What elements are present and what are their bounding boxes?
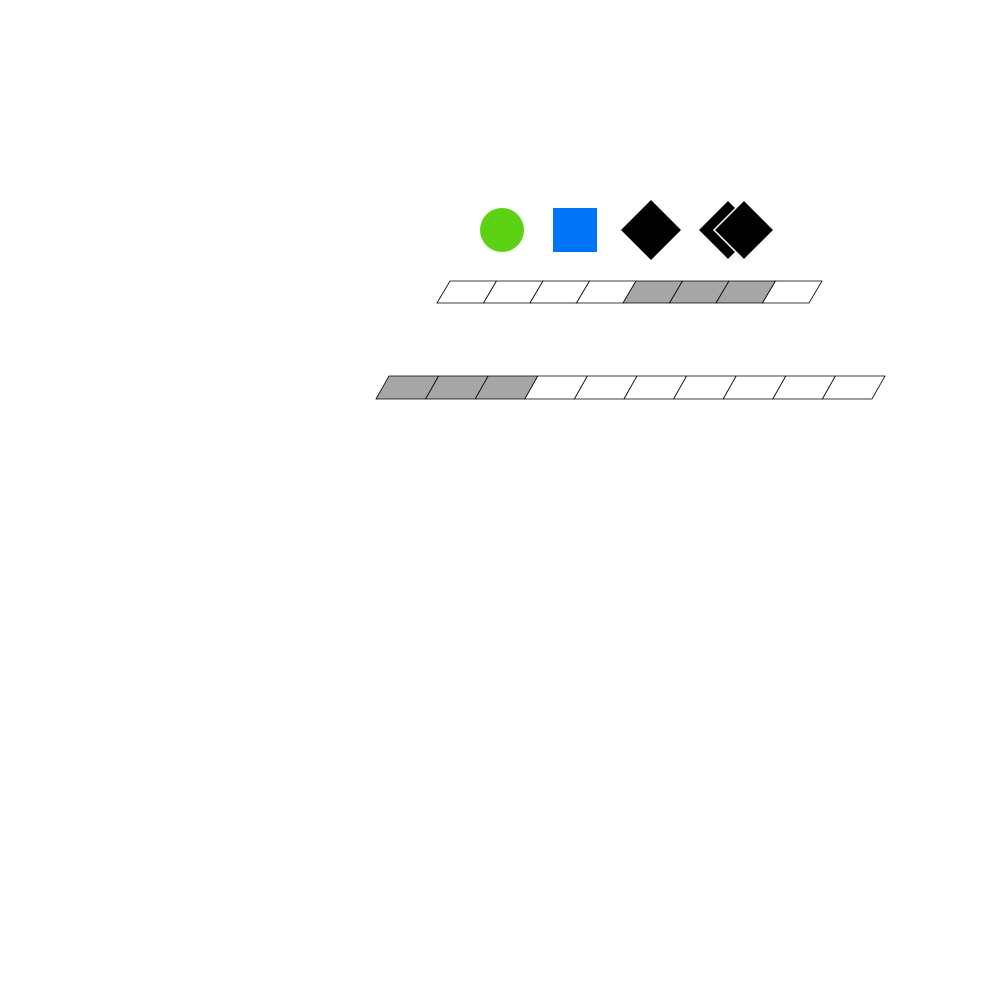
cell-rows [375, 280, 886, 400]
symbol-row [480, 198, 776, 262]
empty-cell[interactable] [761, 280, 823, 304]
blue-square-symbol [553, 208, 597, 252]
top-cell-row [436, 280, 823, 304]
black-diamond-symbol [621, 200, 681, 260]
green-circle-symbol [480, 208, 524, 252]
empty-cell[interactable] [821, 375, 886, 400]
double-black-diamond-symbol [696, 198, 776, 262]
bottom-cell-row [375, 375, 886, 400]
